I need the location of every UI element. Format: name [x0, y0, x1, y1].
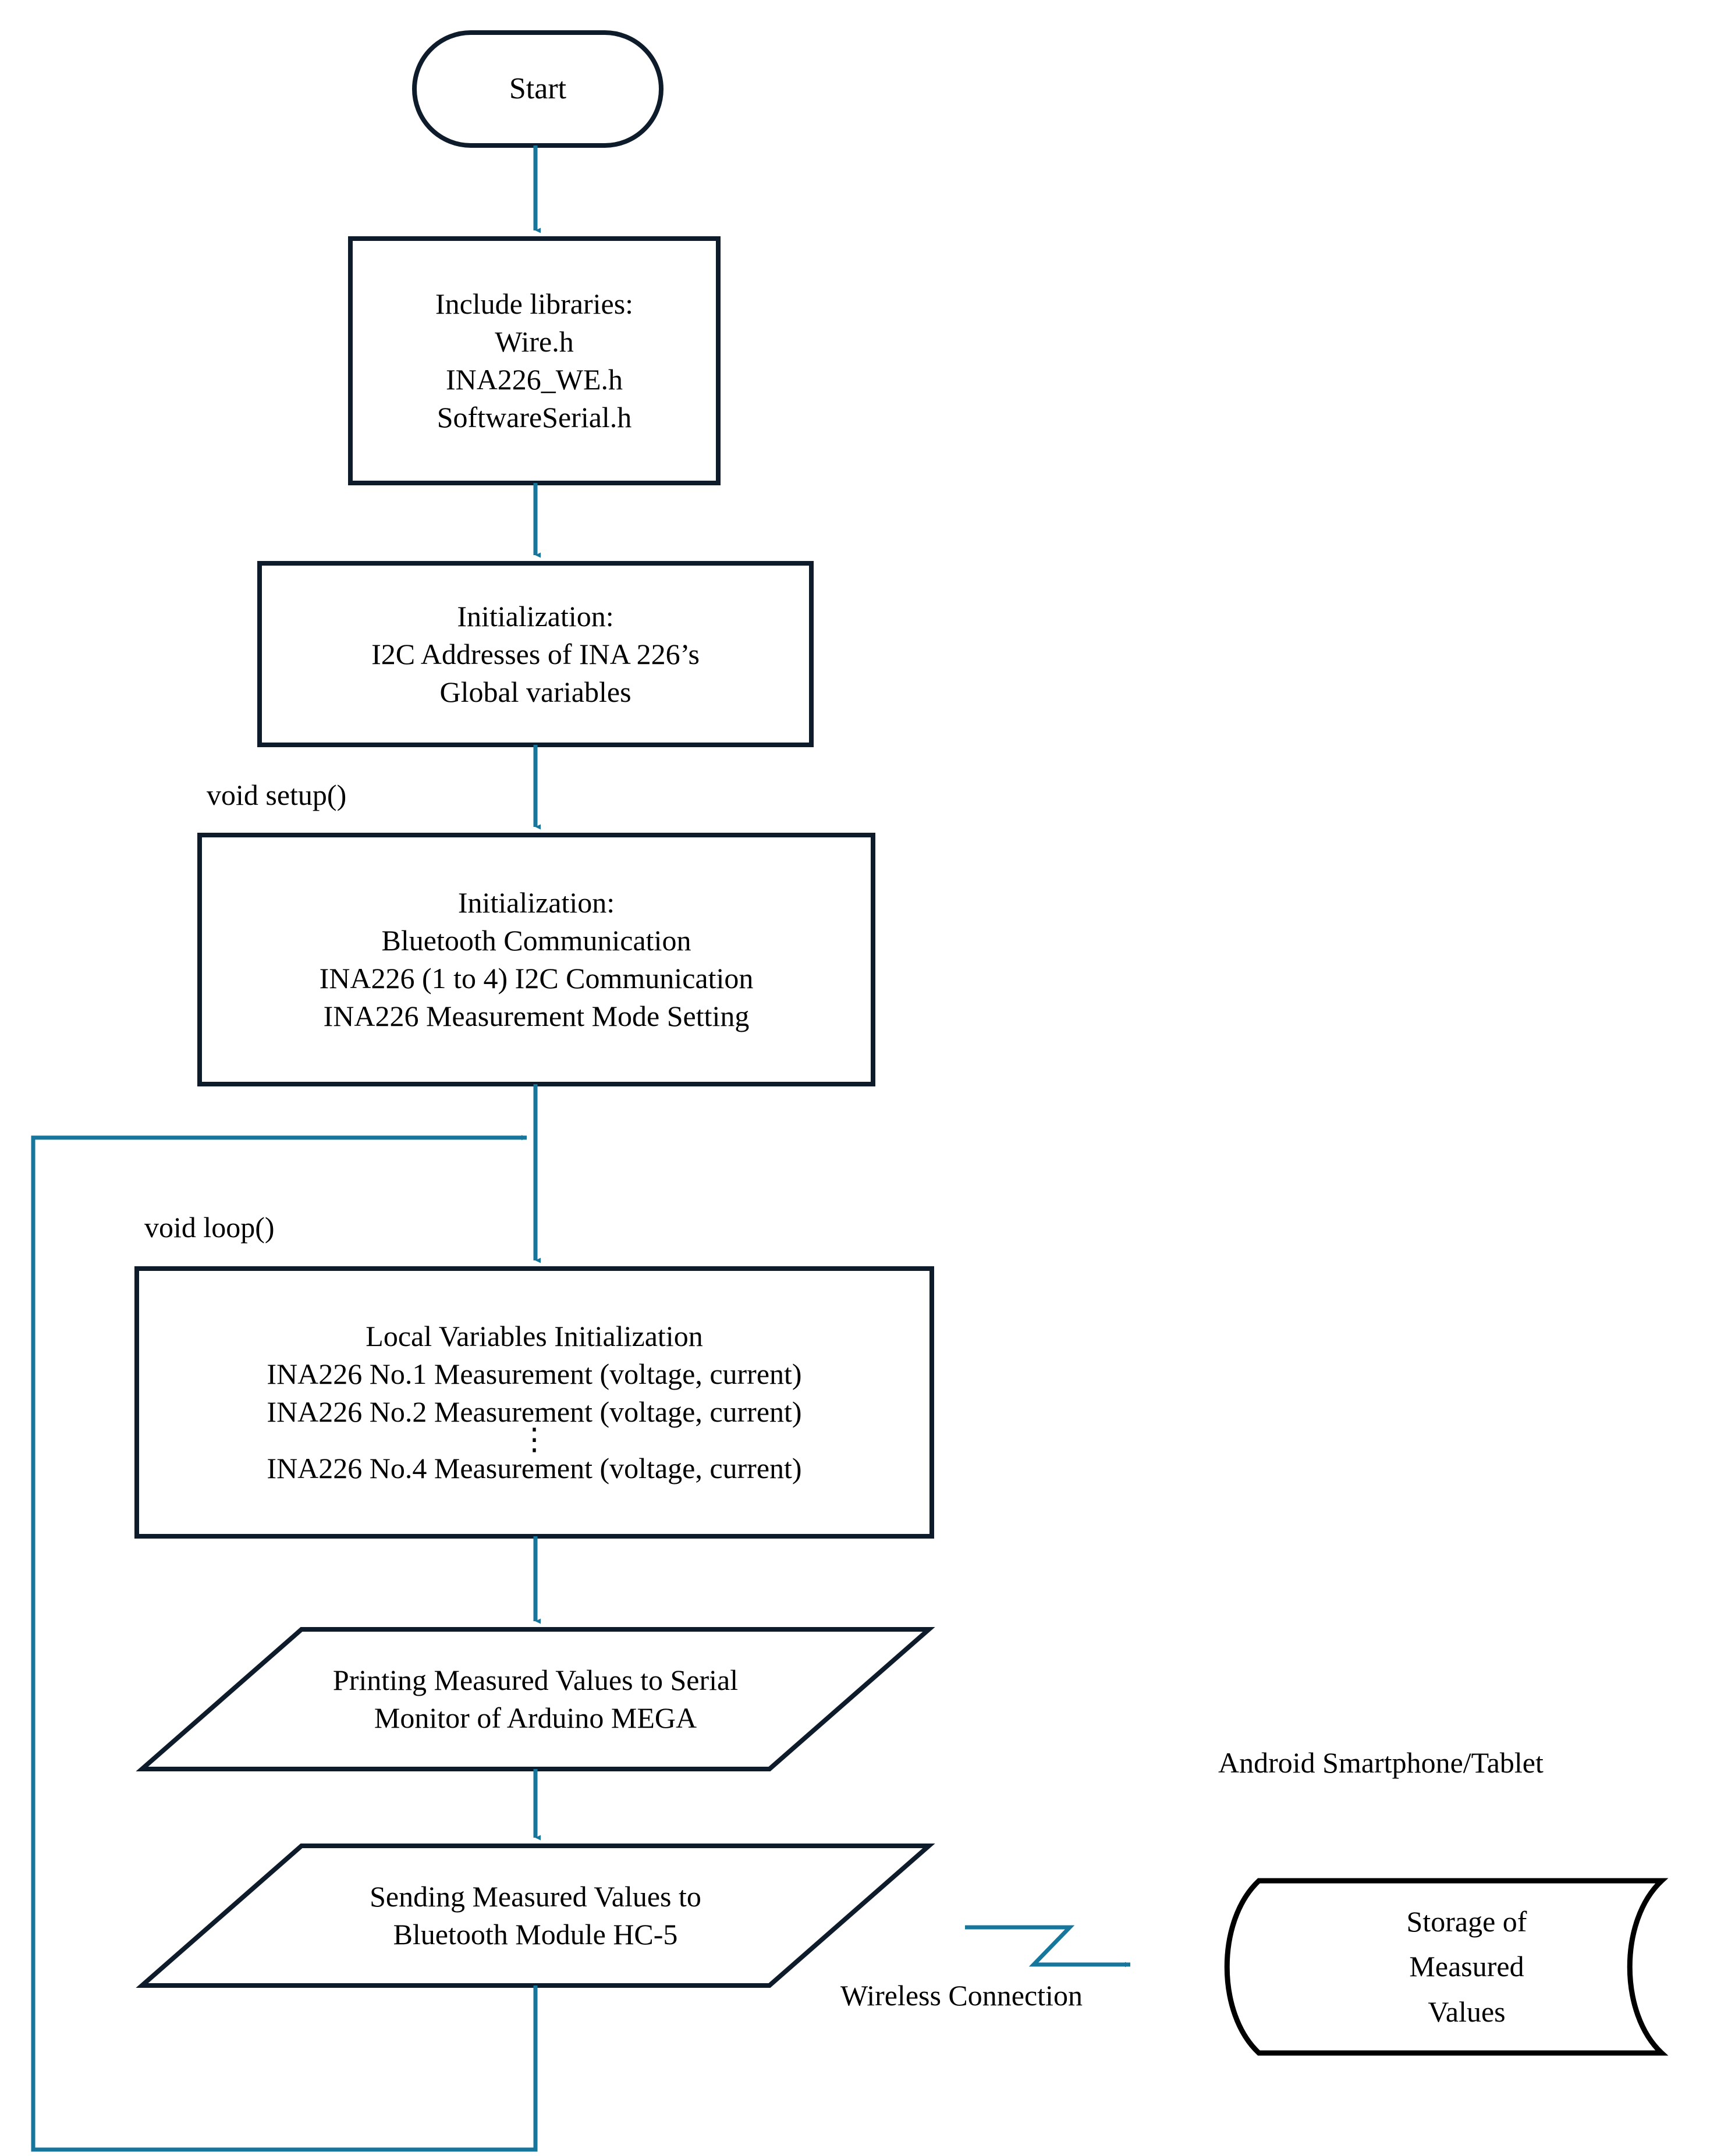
storage-shape — [1224, 1878, 1669, 2056]
setup-function-label: void setup() — [207, 779, 347, 811]
global-init-shape — [257, 561, 814, 747]
connector-loopback — [31, 1135, 538, 2152]
send-bluetooth-shape — [136, 1844, 935, 1988]
connector-wireless-zigzag — [965, 1925, 1131, 1967]
start-terminator-shape — [412, 30, 664, 148]
print-serial-shape — [136, 1627, 935, 1771]
setup-init-shape — [197, 833, 875, 1086]
wireless-connection-label: Wireless Connection — [840, 1979, 1083, 2012]
loop-measure-shape — [134, 1266, 934, 1539]
loop-function-label: void loop() — [144, 1211, 275, 1244]
android-device-label: Android Smartphone/Tablet — [1218, 1746, 1544, 1779]
include-libraries-shape — [348, 236, 721, 485]
